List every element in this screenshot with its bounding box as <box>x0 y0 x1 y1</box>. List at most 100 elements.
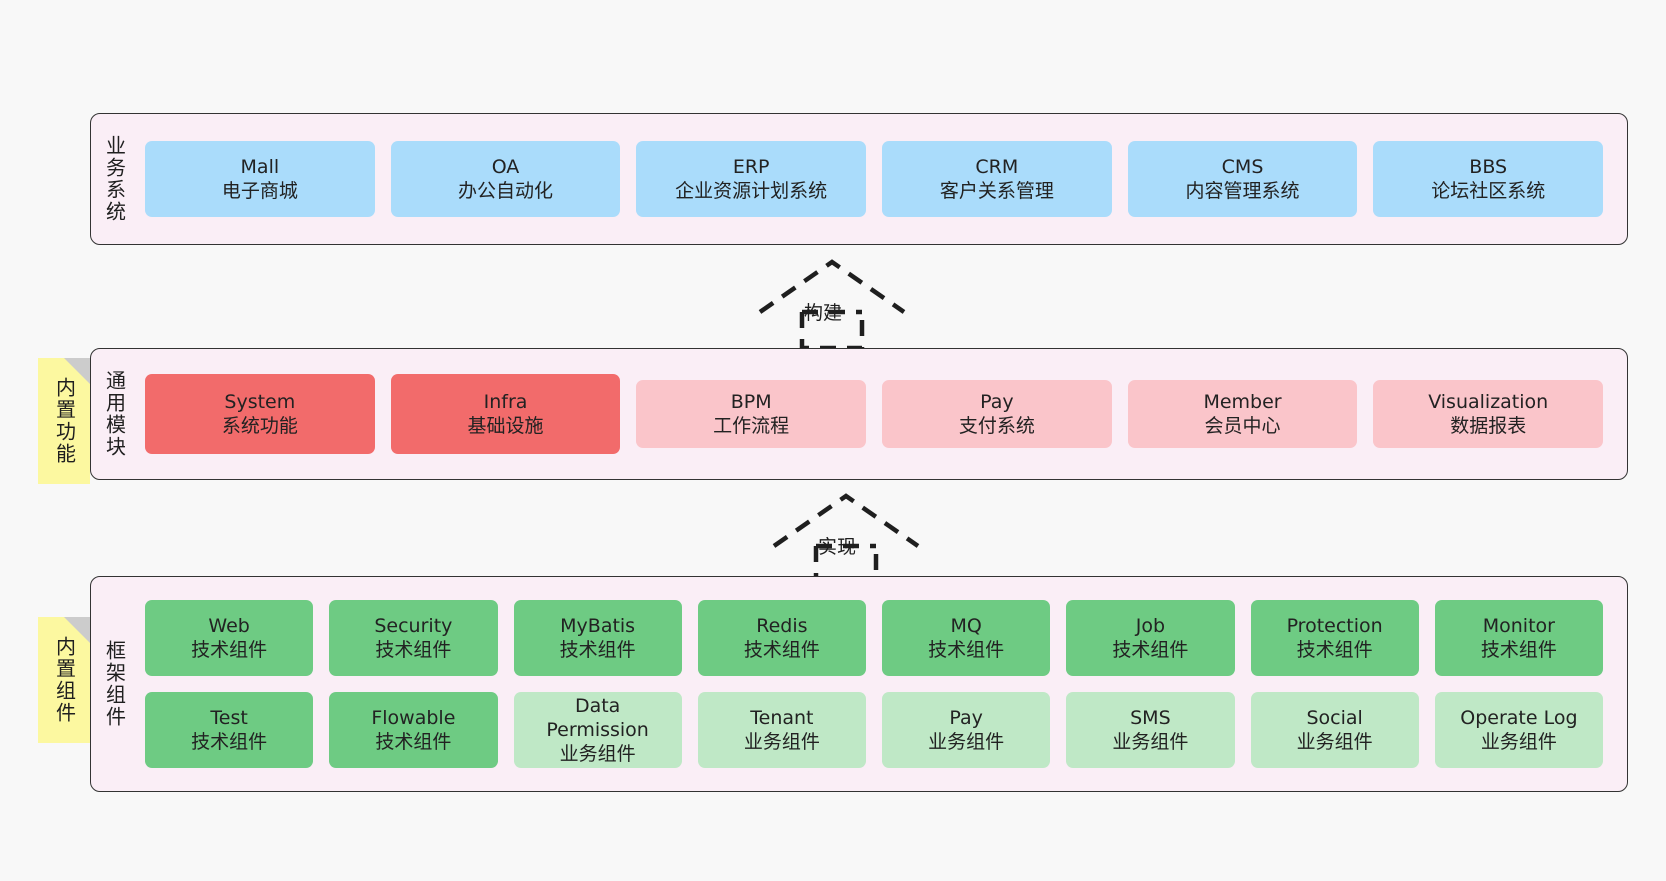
implement-arrow-head <box>772 493 920 548</box>
box-erp-cn: 企业资源计划系统 <box>675 180 828 202</box>
framework-row-technical: Web 技术组件 Security 技术组件 MyBatis 技术组件 <box>137 600 1611 676</box>
box-mybatis-en: MyBatis <box>560 614 636 637</box>
note-fold-icon-2 <box>64 617 90 643</box>
box-pay-component[interactable]: Pay 业务组件 <box>882 692 1051 768</box>
note-fold-icon <box>64 358 90 384</box>
box-member-cn: 会员中心 <box>1204 415 1281 437</box>
cell-redis: Redis 技术组件 <box>690 600 874 676</box>
box-operate-log-en: Operate Log <box>1460 706 1578 729</box>
box-pay-module[interactable]: Pay 支付系统 <box>882 380 1112 448</box>
layer-body-framework-component: Web 技术组件 Security 技术组件 MyBatis 技术组件 <box>137 577 1627 791</box>
box-test-en: Test <box>210 706 248 729</box>
box-oa[interactable]: OA 办公自动化 <box>390 141 621 217</box>
cell-mq: MQ 技术组件 <box>874 600 1058 676</box>
box-web-cn: 技术组件 <box>191 639 268 661</box>
box-data-permission[interactable]: Data Permission 业务组件 <box>513 692 682 768</box>
box-system[interactable]: System 系统功能 <box>145 374 375 454</box>
cell-tenant: Tenant 业务组件 <box>690 692 874 768</box>
cell-flowable: Flowable 技术组件 <box>321 692 505 768</box>
box-mybatis[interactable]: MyBatis 技术组件 <box>513 600 682 676</box>
box-cms[interactable]: CMS 内容管理系统 <box>1127 141 1358 217</box>
framework-row-business: Test 技术组件 Flowable 技术组件 Data Permission … <box>137 692 1611 768</box>
box-member[interactable]: Member 会员中心 <box>1127 380 1358 448</box>
box-flowable-en: Flowable <box>371 706 456 729</box>
cell-monitor: Monitor 技术组件 <box>1427 600 1611 676</box>
cell-infra: Infra 基础设施 <box>383 349 629 479</box>
box-pay-component-cn: 业务组件 <box>928 731 1005 753</box>
box-mq-en: MQ <box>950 614 982 637</box>
box-job-en: Job <box>1135 614 1166 637</box>
note-builtin-feature: 内置功能 <box>38 358 90 484</box>
box-bbs-en: BBS <box>1469 155 1508 178</box>
box-test[interactable]: Test 技术组件 <box>145 692 314 768</box>
box-sms[interactable]: SMS 业务组件 <box>1066 692 1235 768</box>
box-oa-en: OA <box>491 155 520 178</box>
box-tenant[interactable]: Tenant 业务组件 <box>697 692 866 768</box>
box-tenant-cn: 业务组件 <box>743 731 820 753</box>
box-web[interactable]: Web 技术组件 <box>145 600 314 676</box>
cell-mybatis: MyBatis 技术组件 <box>506 600 690 676</box>
box-social[interactable]: Social 业务组件 <box>1250 692 1419 768</box>
box-protection-cn: 技术组件 <box>1296 639 1373 661</box>
box-infra[interactable]: Infra 基础设施 <box>390 374 621 454</box>
layer-business-system: 业务系统 Mall 电子商城 OA 办公自动化 ERP 企业资源计划系统 <box>90 113 1628 245</box>
box-system-cn: 系统功能 <box>221 415 298 437</box>
box-mybatis-cn: 技术组件 <box>559 639 636 661</box>
box-crm[interactable]: CRM 客户关系管理 <box>882 141 1112 217</box>
box-test-cn: 技术组件 <box>191 731 268 753</box>
box-oa-cn: 办公自动化 <box>458 180 554 202</box>
layer-body-business-system: Mall 电子商城 OA 办公自动化 ERP 企业资源计划系统 CRM <box>137 114 1627 244</box>
box-mall-cn: 电子商城 <box>221 180 298 202</box>
cell-oa: OA 办公自动化 <box>383 114 629 244</box>
box-pay-component-en: Pay <box>949 706 983 729</box>
cell-protection: Protection 技术组件 <box>1243 600 1427 676</box>
layer-title-business-system: 业务系统 <box>102 135 127 223</box>
box-security-en: Security <box>374 614 453 637</box>
box-security-cn: 技术组件 <box>375 639 452 661</box>
box-member-en: Member <box>1203 390 1282 413</box>
box-protection[interactable]: Protection 技术组件 <box>1250 600 1419 676</box>
implement-arrow-label: 实现 <box>818 536 857 558</box>
cell-mall: Mall 电子商城 <box>137 114 383 244</box>
box-crm-cn: 客户关系管理 <box>939 180 1054 202</box>
cell-security: Security 技术组件 <box>321 600 505 676</box>
box-protection-en: Protection <box>1286 614 1383 637</box>
box-bpm-en: BPM <box>730 390 772 413</box>
box-security[interactable]: Security 技术组件 <box>329 600 498 676</box>
box-data-permission-cn: 业务组件 <box>559 743 636 766</box>
cell-erp: ERP 企业资源计划系统 <box>628 114 874 244</box>
box-visualization[interactable]: Visualization 数据报表 <box>1373 380 1604 448</box>
box-redis[interactable]: Redis 技术组件 <box>697 600 866 676</box>
layer-framework-component: 框架组件 Web 技术组件 Security 技术组件 <box>90 576 1628 792</box>
build-arrow-head <box>758 259 906 314</box>
cell-bbs: BBS 论坛社区系统 <box>1365 114 1611 244</box>
cell-pay-component: Pay 业务组件 <box>874 692 1058 768</box>
cell-cms: CMS 内容管理系统 <box>1120 114 1366 244</box>
box-job[interactable]: Job 技术组件 <box>1066 600 1235 676</box>
box-mall[interactable]: Mall 电子商城 <box>145 141 375 217</box>
box-flowable[interactable]: Flowable 技术组件 <box>329 692 498 768</box>
box-mq[interactable]: MQ 技术组件 <box>882 600 1051 676</box>
box-operate-log[interactable]: Operate Log 业务组件 <box>1434 692 1603 768</box>
cell-operate-log: Operate Log 业务组件 <box>1427 692 1611 768</box>
cell-visualization: Visualization 数据报表 <box>1365 349 1611 479</box>
build-arrow-label: 构建 <box>804 302 843 324</box>
cell-job: Job 技术组件 <box>1058 600 1242 676</box>
cell-sms: SMS 业务组件 <box>1058 692 1242 768</box>
box-bpm[interactable]: BPM 工作流程 <box>636 380 867 448</box>
cell-data-permission: Data Permission 业务组件 <box>506 692 690 768</box>
box-flowable-cn: 技术组件 <box>375 731 452 753</box>
layer-title-common-module: 通用模块 <box>102 370 127 458</box>
layer-common-module: 通用模块 System 系统功能 Infra 基础设施 BPM 工作流程 <box>90 348 1628 480</box>
box-monitor[interactable]: Monitor 技术组件 <box>1434 600 1603 676</box>
box-erp[interactable]: ERP 企业资源计划系统 <box>636 141 867 217</box>
box-redis-en: Redis <box>756 614 808 637</box>
build-arrow: 构建 <box>752 258 912 351</box>
box-bbs[interactable]: BBS 论坛社区系统 <box>1373 141 1604 217</box>
box-infra-cn: 基础设施 <box>467 415 544 437</box>
cell-crm: CRM 客户关系管理 <box>874 114 1120 244</box>
box-mq-cn: 技术组件 <box>928 639 1005 661</box>
box-tenant-en: Tenant <box>750 706 814 729</box>
box-social-en: Social <box>1306 706 1363 729</box>
